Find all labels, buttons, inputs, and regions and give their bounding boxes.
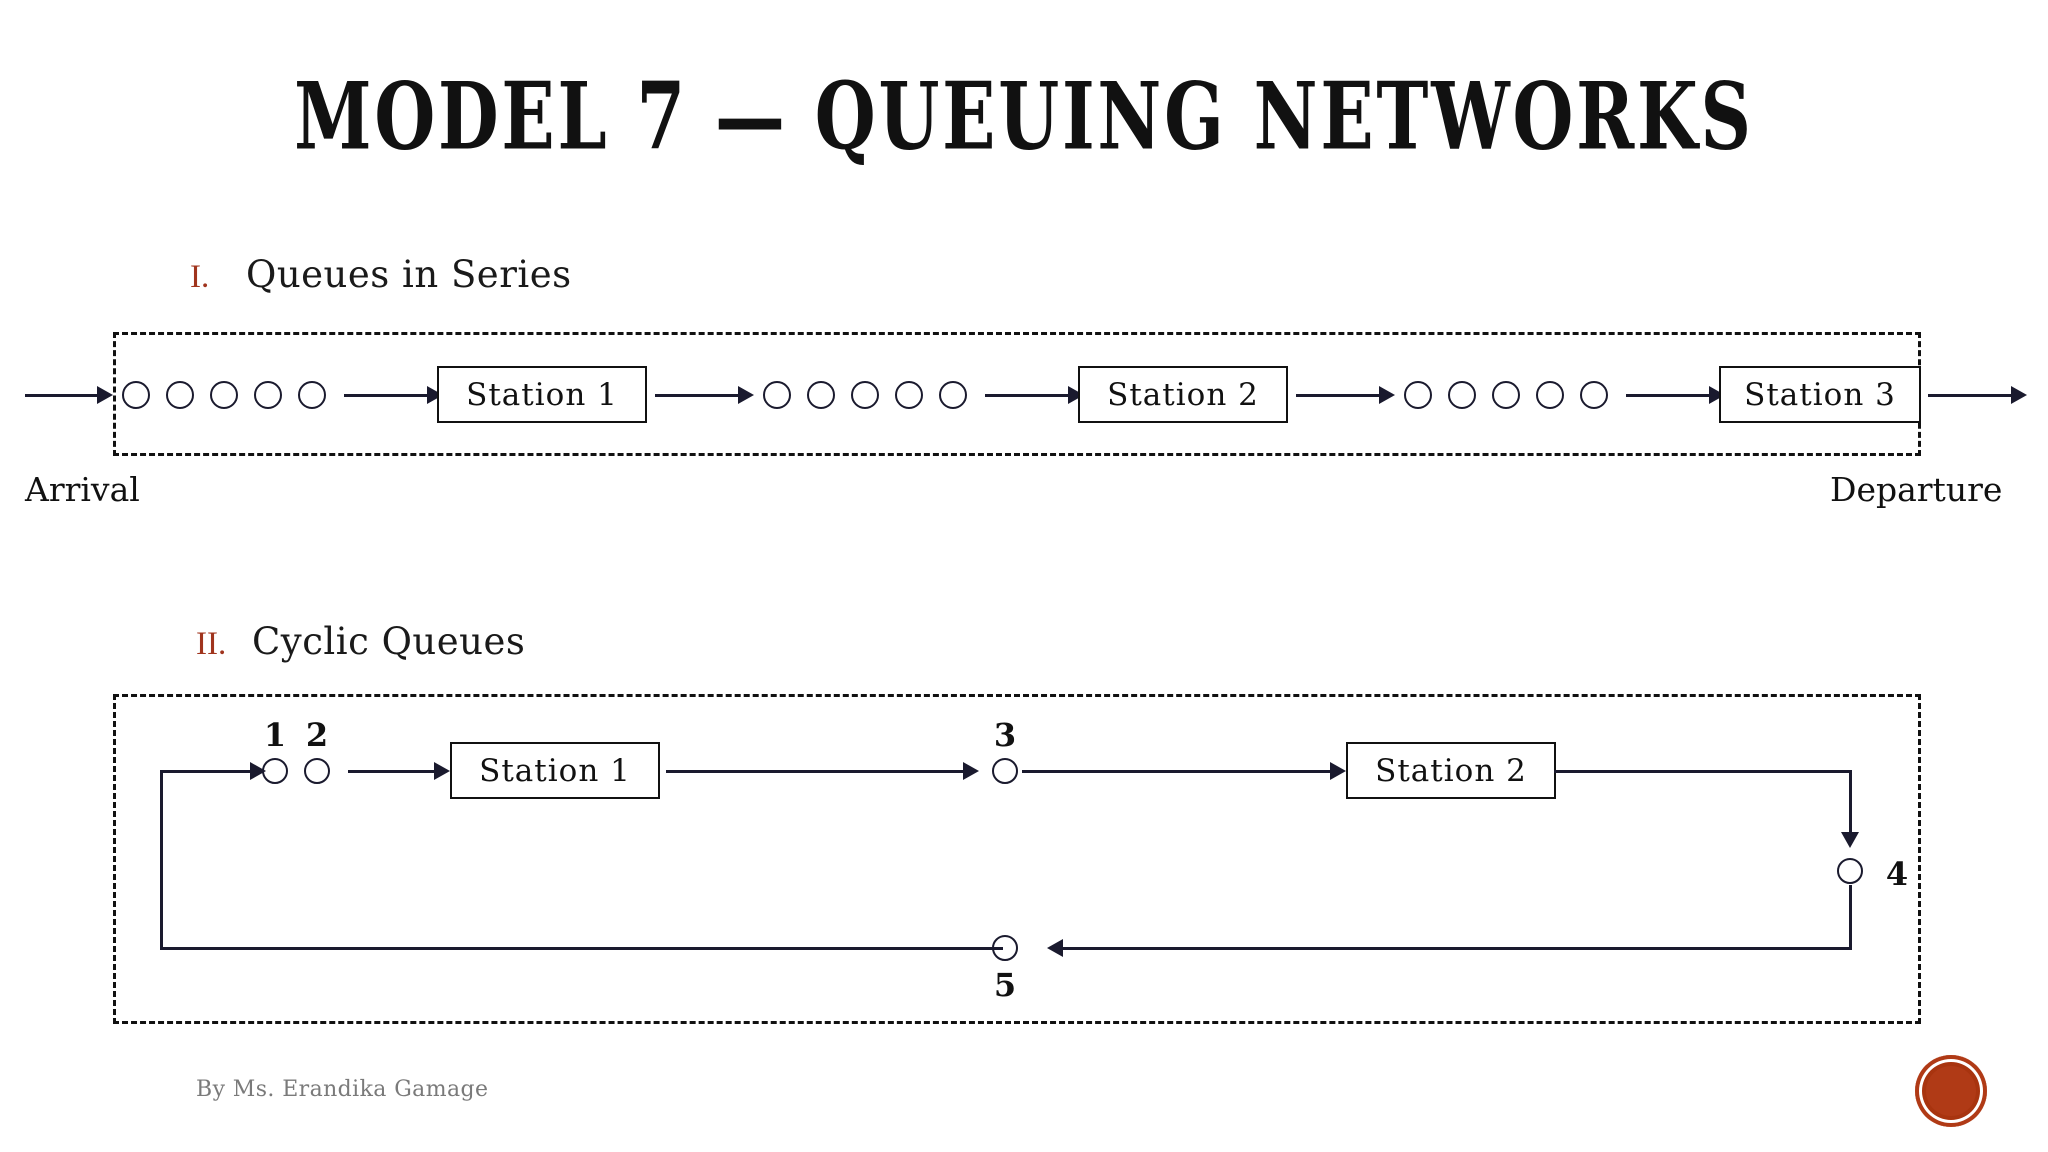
feedback-left-riser [160, 770, 163, 950]
queue-1-circle-1 [122, 381, 150, 409]
queue-1-circle-2 [166, 381, 194, 409]
departure-arrow-line [1928, 394, 2013, 397]
section-label-2: Cyclic Queues [252, 620, 526, 663]
cyclic-station-2-box[interactable]: Station 2 [1346, 742, 1556, 799]
link-node4-node5-hline [1063, 947, 1852, 950]
cyclic-node-1-label: 1 [263, 716, 287, 754]
queue-1-circle-4 [254, 381, 282, 409]
station-2-box[interactable]: Station 2 [1078, 366, 1288, 423]
link-station2-node4-arrow-head [1841, 832, 1859, 848]
link-node4-node5-arrow-head [1047, 939, 1063, 957]
footer-credit: By Ms. Erandika Gamage [196, 1077, 489, 1102]
link-station1-queue2-head [738, 386, 754, 404]
departure-label: Departure [1830, 470, 2003, 509]
arrival-label: Arrival [25, 470, 140, 509]
section-numeral-1: I. [190, 259, 210, 295]
link-queue3-station3-line [1626, 394, 1711, 397]
cyclic-node-4-label: 4 [1885, 855, 1909, 893]
queue-1-circle-3 [210, 381, 238, 409]
queue-2-circle-5 [939, 381, 967, 409]
departure-arrow-head [2011, 386, 2027, 404]
queue-2-circle-3 [851, 381, 879, 409]
cyclic-node-3-label: 3 [993, 716, 1017, 754]
cyclic-station-1-box[interactable]: Station 1 [450, 742, 660, 799]
cyclic-node-1-circle [262, 758, 288, 784]
link-node3-station2-head [1330, 762, 1346, 780]
feedback-bottom-line [160, 947, 1003, 950]
queue-3-circle-4 [1536, 381, 1564, 409]
station-1-box[interactable]: Station 1 [437, 366, 647, 423]
cyclic-node-2-label: 2 [305, 716, 329, 754]
queue-2-circle-2 [807, 381, 835, 409]
cyclic-node-2-circle [304, 758, 330, 784]
queue-3-circle-1 [1404, 381, 1432, 409]
cyclic-node-3-circle [992, 758, 1018, 784]
queue-2-circle-1 [763, 381, 791, 409]
queue-3-circle-5 [1580, 381, 1608, 409]
link-station2-node4-vline [1849, 770, 1852, 837]
queue-1-circle-5 [298, 381, 326, 409]
link-node3-station2-line [1022, 770, 1332, 773]
feedback-entry-line [160, 770, 252, 773]
link-station2-node4-hline [1554, 770, 1852, 773]
station-3-box[interactable]: Station 3 [1719, 366, 1921, 423]
queue-3-circle-3 [1492, 381, 1520, 409]
link-station2-queue3-line [1296, 394, 1381, 397]
cyclic-system-boundary [113, 694, 1921, 1024]
queue-2-circle-4 [895, 381, 923, 409]
link-queue1-station1-line [344, 394, 429, 397]
link-station2-queue3-head [1379, 386, 1395, 404]
link-cyclicqueue-station1-line [348, 770, 436, 773]
cyclic-node-5-circle [992, 935, 1018, 961]
link-station1-queue2-line [655, 394, 740, 397]
page-title: MODEL 7 — QUEUING NETWORKS [294, 62, 1754, 171]
seal-badge-icon [1915, 1055, 1987, 1127]
arrival-arrow-line [25, 394, 99, 397]
queue-3-circle-2 [1448, 381, 1476, 409]
cyclic-node-5-label: 5 [993, 966, 1017, 1004]
section-label-1: Queues in Series [246, 253, 572, 296]
link-queue2-station2-line [985, 394, 1070, 397]
section-heading-queues-in-series: I. Queues in Series [190, 253, 572, 296]
arrival-arrow-head [97, 386, 113, 404]
section-numeral-2: II. [196, 626, 227, 662]
cyclic-node-4-circle [1837, 858, 1863, 884]
link-cyclicqueue-station1-head [434, 762, 450, 780]
link-station1-node3-head [963, 762, 979, 780]
section-heading-cyclic-queues: II. Cyclic Queues [196, 620, 525, 663]
link-station1-node3-line [666, 770, 966, 773]
link-node4-node5-vline [1849, 885, 1852, 949]
